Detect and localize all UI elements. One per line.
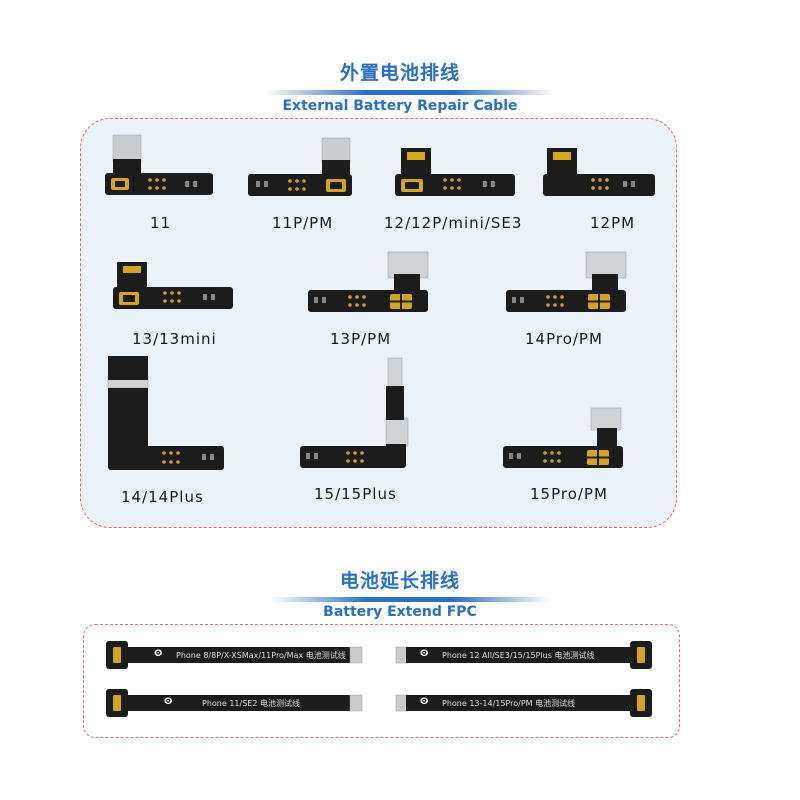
cable-label-12: 12/12P/mini/SE3 — [384, 214, 523, 232]
cable-12-image — [395, 148, 515, 196]
cable-label-14pro-pm: 14Pro/PM — [525, 330, 603, 348]
cable-label-11: 11 — [150, 214, 172, 232]
title-underline-2 — [270, 597, 550, 602]
external-cable-title-cn: 外置电池排线 — [339, 62, 460, 84]
title-underline — [265, 90, 555, 95]
fpc-2-logo: ⵙ — [420, 649, 429, 659]
cable-11p-pm-image — [248, 137, 352, 196]
fpc-4-text: Phone 13-14/15Pro/PM 电池测试线 — [442, 699, 576, 708]
fpc-4-logo: ⵙ — [420, 697, 429, 707]
fpc-3-logo: ⵙ — [164, 697, 173, 707]
cable-label-15: 15/15Plus — [314, 485, 397, 503]
cable-label-11p-pm: 11P/PM — [272, 214, 334, 232]
extend-fpc-title-cn: 电池延长排线 — [339, 570, 460, 592]
fpc-4-image — [395, 689, 652, 717]
cable-12pm-image — [543, 148, 655, 196]
fpc-2-image — [395, 641, 652, 669]
cable-11-image — [105, 134, 213, 195]
cable-13p-pm-image — [308, 251, 429, 312]
fpc-3-text: Phone 11/SE2 电池测试线 — [202, 699, 300, 708]
extend-fpc-title-en: Battery Extend FPC — [323, 604, 477, 620]
cable-15-image — [300, 357, 409, 468]
cable-label-13p-pm: 13P/PM — [330, 330, 392, 348]
cable-15pro-pm-image — [503, 407, 623, 468]
fpc-1-text: Phone 8/8P/X-XSMax/11Pro/Max 电池测试线 — [176, 651, 346, 660]
cable-13-image — [113, 262, 233, 309]
cable-label-13: 13/13mini — [132, 330, 217, 348]
fpc-3-image — [106, 689, 363, 717]
cable-label-15pro-pm: 15Pro/PM — [530, 485, 608, 503]
fpc-2-text: Phone 12 All/SE3/15/15Plus 电池测试线 — [442, 651, 595, 660]
fpc-1-logo: ⵙ — [154, 649, 163, 659]
cable-14-image — [107, 356, 224, 470]
cable-label-12pm: 12PM — [590, 214, 636, 232]
extend-fpc-panel — [83, 624, 680, 738]
cable-14pro-pm-image — [506, 251, 627, 312]
cable-label-14: 14/14Plus — [121, 488, 204, 506]
external-cable-title-en: External Battery Repair Cable — [282, 98, 518, 114]
fpc-1-image — [106, 641, 363, 669]
